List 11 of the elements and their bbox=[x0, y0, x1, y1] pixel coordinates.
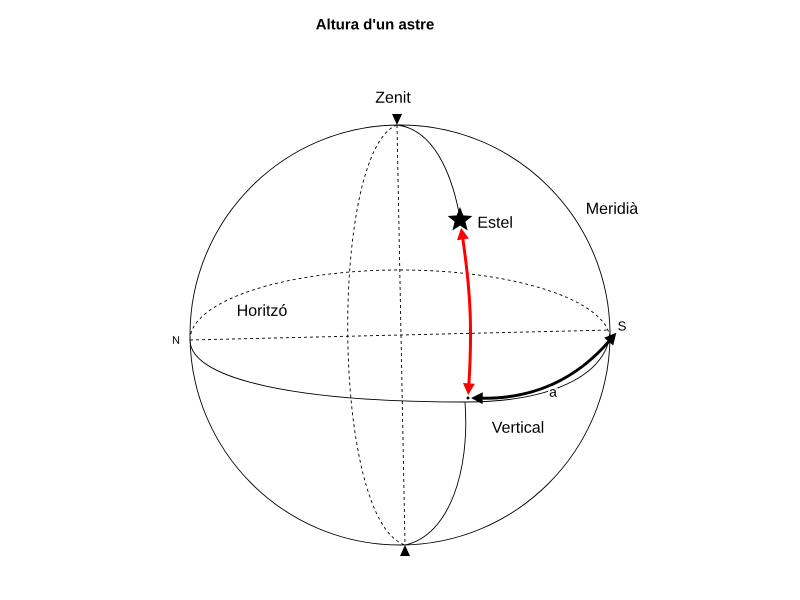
star-symbol bbox=[448, 207, 472, 231]
point-marker bbox=[466, 396, 470, 400]
title: Altura d'un astre bbox=[316, 18, 434, 30]
horizon-label: Horitzó bbox=[238, 304, 287, 316]
star-label: Estel bbox=[478, 216, 512, 228]
zenit-label: Zenit bbox=[376, 91, 411, 103]
point-label: S bbox=[618, 321, 626, 331]
cardinal-point-label: N bbox=[172, 336, 180, 344]
edge-label: a bbox=[548, 388, 558, 398]
vertical-label: Vertical bbox=[492, 421, 544, 433]
meridian-label: Meridià bbox=[587, 202, 638, 214]
